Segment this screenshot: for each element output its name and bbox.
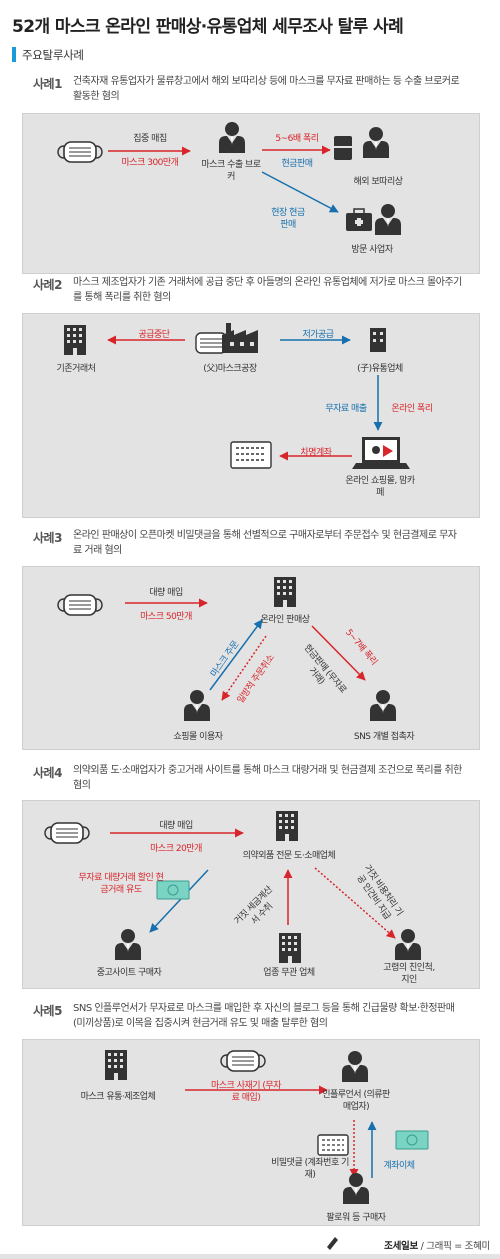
case3-shopper-label: 쇼핑몰 이용자 [173, 732, 223, 742]
factory-icon [195, 323, 258, 354]
unrelated-company-building-icon [279, 933, 301, 963]
case4-amount-label: 마스크 20만개 [150, 844, 202, 854]
case3-amount-label: 마스크 50만개 [140, 612, 192, 622]
mask-icon [57, 594, 103, 616]
case3-bulk-buy-label: 대량 매입 [149, 588, 183, 598]
case5-secret-comment-label: 비밀댓글 (계좌번호 기재) [271, 1158, 349, 1180]
case2-online-profit-label: 온라인 폭리 [391, 404, 433, 414]
case1-visitor-label: 방문 사업자 [351, 245, 393, 255]
case4-dealer-label: 의약외품 전문 도·소매업체 [242, 851, 336, 861]
ledger-icon [317, 1134, 349, 1156]
case4-bulk-buy-label: 대량 매입 [159, 821, 193, 831]
case1-peddler-label: 해외 보따리상 [353, 177, 403, 187]
broker-person-icon [219, 122, 245, 153]
case2-supply-stop-label: 공급중단 [138, 330, 170, 340]
footer-brand: 조세일보 [384, 1241, 418, 1252]
case3-description: 온라인 판매상이 오픈마켓 비밀댓글을 통해 선별적으로 구매자로부터 주문접수… [73, 530, 457, 556]
peddler-icon [334, 127, 389, 160]
case1-cash-sale-label: 현금판매 [281, 159, 313, 169]
page-title: 52개 마스크 온라인 판매상·유통업체 세무조사 탈루 사례 [12, 17, 404, 37]
case3-diagram-box [22, 566, 480, 750]
mask-icon [220, 1050, 266, 1072]
case2-son-company-label: (子)유통업체 [357, 364, 403, 374]
existing-partner-building-icon [64, 325, 86, 355]
mask-icon [44, 822, 90, 844]
visitor-icon [346, 204, 401, 235]
case2-low-supply-label: 저가공급 [302, 330, 334, 340]
used-site-buyer-person-icon [115, 929, 141, 960]
case1-diagram-box [22, 113, 480, 274]
footer-credit: 조세일보 / 그래픽 = 조혜미 [384, 1238, 490, 1252]
case3-sns-label: SNS 개별 접촉자 [353, 732, 415, 742]
case5-transfer-label: 계좌이체 [383, 1161, 415, 1171]
footer-graphic-credit: / 그래픽 = 조혜미 [420, 1241, 491, 1252]
maker-building-icon [105, 1050, 127, 1080]
son-company-icon [370, 328, 386, 352]
case1-buy-label: 집중 매집 [133, 134, 167, 144]
case1-description: 건축자재 유통업자가 물류창고에서 해외 보따리상 등에 마스크를 무자료 판매… [73, 76, 460, 102]
case5-buy-label: 마스크 사재기 (무자료 매입) [211, 1081, 281, 1103]
ledger-icon [230, 441, 272, 469]
case5-description: SNS 인플루언서가 무자료로 마스크를 매입한 후 자신의 블로그 등을 통해… [73, 1003, 455, 1029]
case2-borrowed-account-label: 차명계좌 [300, 448, 332, 458]
case2-no-record-sale-label: 무자료 매출 [325, 404, 367, 414]
dealer-building-icon [276, 811, 298, 841]
case5-maker-label: 마스크 유통·제조업체 [80, 1092, 156, 1102]
case5-follower-label: 팔로워 등 구매자 [326, 1213, 386, 1223]
influencer-person-icon [342, 1051, 368, 1082]
online-seller-building-icon [274, 577, 296, 607]
case1-buy-amount: 마스크 300만개 [121, 158, 179, 168]
case4-relatives-label: 고령의 친인척, 지인 [383, 963, 435, 985]
case4-label: 사례4 [33, 766, 62, 780]
section-marker [12, 47, 16, 62]
section-heading: 주요탈루사례 [22, 48, 84, 62]
case1-profit-label: 5~6배 폭리 [275, 134, 319, 144]
case4-unrelated-label: 업종 무관 업체 [263, 968, 315, 978]
bottom-bar [0, 1254, 500, 1259]
sns-contact-person-icon [370, 690, 396, 721]
pen-icon [327, 1237, 338, 1250]
case5-influencer-label: 인플루언서 (의류판매업자) [322, 1090, 390, 1112]
shopper-person-icon [184, 690, 210, 721]
case4-induce-label: 무자료 대량거래 할인 현금거래 유도 [78, 873, 164, 895]
case4-used-buyer-label: 중고사이트 구매자 [96, 968, 162, 978]
case3-seller-label: 온라인 판매상 [260, 615, 310, 625]
case2-description: 마스크 제조업자가 기존 거래처에 공급 중단 후 아들명의 온라인 유통업체에… [73, 277, 462, 303]
case4-description: 의약외품 도·소매업자가 중고거래 사이트를 통해 마스크 대량거래 및 현금결… [73, 765, 462, 791]
case2-existing-label: 기존거래처 [56, 364, 96, 374]
case1-broker-label: 마스크 수출 브로커 [201, 160, 261, 182]
case1-label: 사례1 [33, 77, 62, 91]
case2-label: 사례2 [33, 278, 62, 292]
mask-icon [57, 141, 103, 163]
case2-online-mall-label: 온라인 쇼핑몰, 맘카페 [345, 476, 415, 498]
case5-label: 사례5 [33, 1004, 62, 1018]
cash-money-icon [395, 1130, 429, 1150]
relatives-person-icon [395, 929, 421, 960]
case2-factory-label: (父)마스크공장 [203, 364, 257, 374]
laptop-shop-icon [352, 437, 410, 469]
case3-label: 사례3 [33, 531, 62, 545]
case1-site-cash-label: 현장 현금판매 [271, 208, 305, 230]
